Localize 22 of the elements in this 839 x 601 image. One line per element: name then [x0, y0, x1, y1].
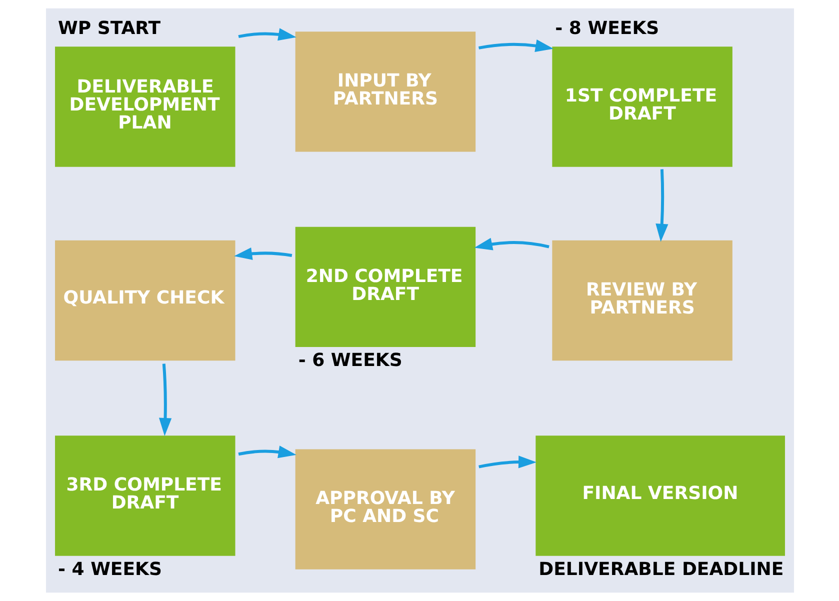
node-box: QUALITY CHECK — [54, 240, 235, 361]
arrow — [474, 238, 549, 250]
arrow — [478, 39, 553, 52]
node-box: FINAL VERSION — [535, 436, 784, 556]
arrow — [238, 446, 296, 458]
arrow — [238, 28, 296, 41]
node-label: DELIVERABLE DEADLINE — [538, 558, 784, 580]
node-label: - 6 WEEKS — [298, 350, 402, 371]
node-box: 3RD COMPLETE DRAFT — [54, 436, 235, 556]
arrow — [234, 247, 292, 260]
arrow — [478, 456, 536, 468]
arrow — [655, 169, 668, 242]
node-box: 1ST COMPLETE DRAFT — [552, 46, 732, 167]
node-box: REVIEW BY PARTNERS — [552, 240, 732, 361]
node-box: APPROVAL BY PC AND SC — [294, 449, 476, 570]
node-label: - 8 WEEKS — [554, 18, 659, 40]
node-label: WP START — [58, 18, 160, 40]
node-box: INPUT BY PARTNERS — [294, 32, 476, 152]
node-box: 2ND COMPLETE DRAFT — [294, 226, 476, 348]
node-box: DELIVERABLE DEVELOPMENT PLAN — [54, 46, 235, 167]
arrow — [158, 364, 172, 436]
node-label: - 4 WEEKS — [58, 558, 162, 580]
